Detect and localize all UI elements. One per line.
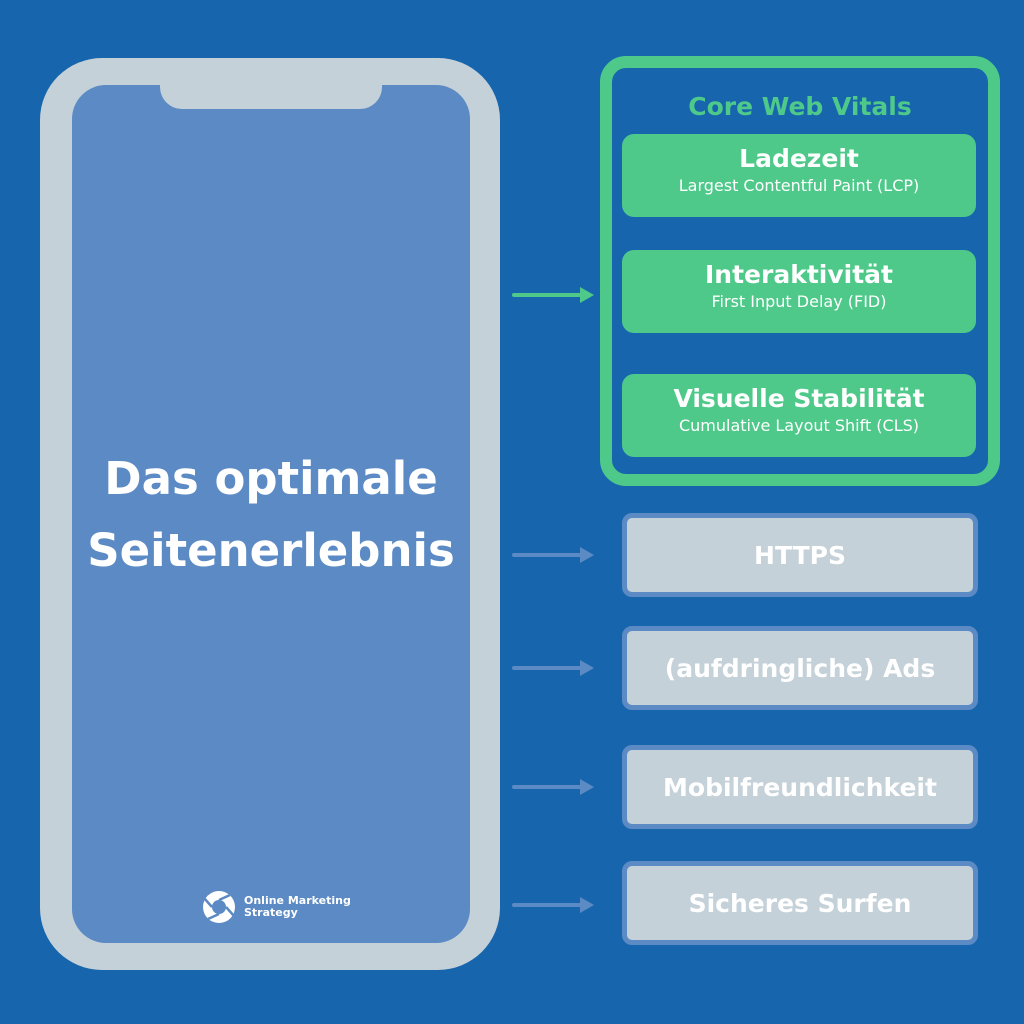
vital-subtitle: Cumulative Layout Shift (CLS) (678, 416, 920, 435)
vital-subtitle: First Input Delay (FID) (711, 292, 887, 311)
aperture-logo-icon (203, 891, 235, 923)
arrow-right-icon (512, 547, 594, 563)
factor-https: HTTPS (622, 513, 978, 597)
logo-text-line-2: Strategy (244, 906, 298, 919)
phone-notch (160, 85, 382, 109)
logo: Online Marketing Strategy (202, 890, 351, 924)
vital-title: Ladezeit (739, 144, 859, 173)
phone-screen (72, 85, 470, 943)
headline-line-2: Seitenerlebnis (87, 524, 455, 577)
core-web-vitals-title: Core Web Vitals (688, 92, 912, 121)
phone-frame: Das optimale Seitenerlebnis Online Marke… (40, 58, 500, 970)
logo-text-line-1: Online Marketing (244, 894, 351, 907)
headline: Das optimale Seitenerlebnis (72, 443, 470, 587)
arrow-right-icon (512, 660, 594, 676)
vital-title: Visuelle Stabilität (673, 384, 925, 413)
arrow-right-icon (512, 897, 594, 913)
arrow-right-icon (512, 287, 594, 303)
headline-line-1: Das optimale (104, 452, 438, 505)
vital-card-lcp: Ladezeit Largest Contentful Paint (LCP) (622, 134, 976, 217)
arrow-right-icon (512, 779, 594, 795)
factor-ads: (aufdringliche) Ads (622, 626, 978, 710)
core-web-vitals-group: Core Web Vitals Ladezeit Largest Content… (600, 56, 1000, 486)
vital-card-fid: Interaktivität First Input Delay (FID) (622, 250, 976, 333)
vital-title: Interaktivität (705, 260, 893, 289)
factor-mobile-friendly: Mobilfreundlichkeit (622, 745, 978, 829)
vital-card-cls: Visuelle Stabilität Cumulative Layout Sh… (622, 374, 976, 457)
vital-subtitle: Largest Contentful Paint (LCP) (678, 176, 920, 195)
factor-safe-browsing: Sicheres Surfen (622, 861, 978, 945)
